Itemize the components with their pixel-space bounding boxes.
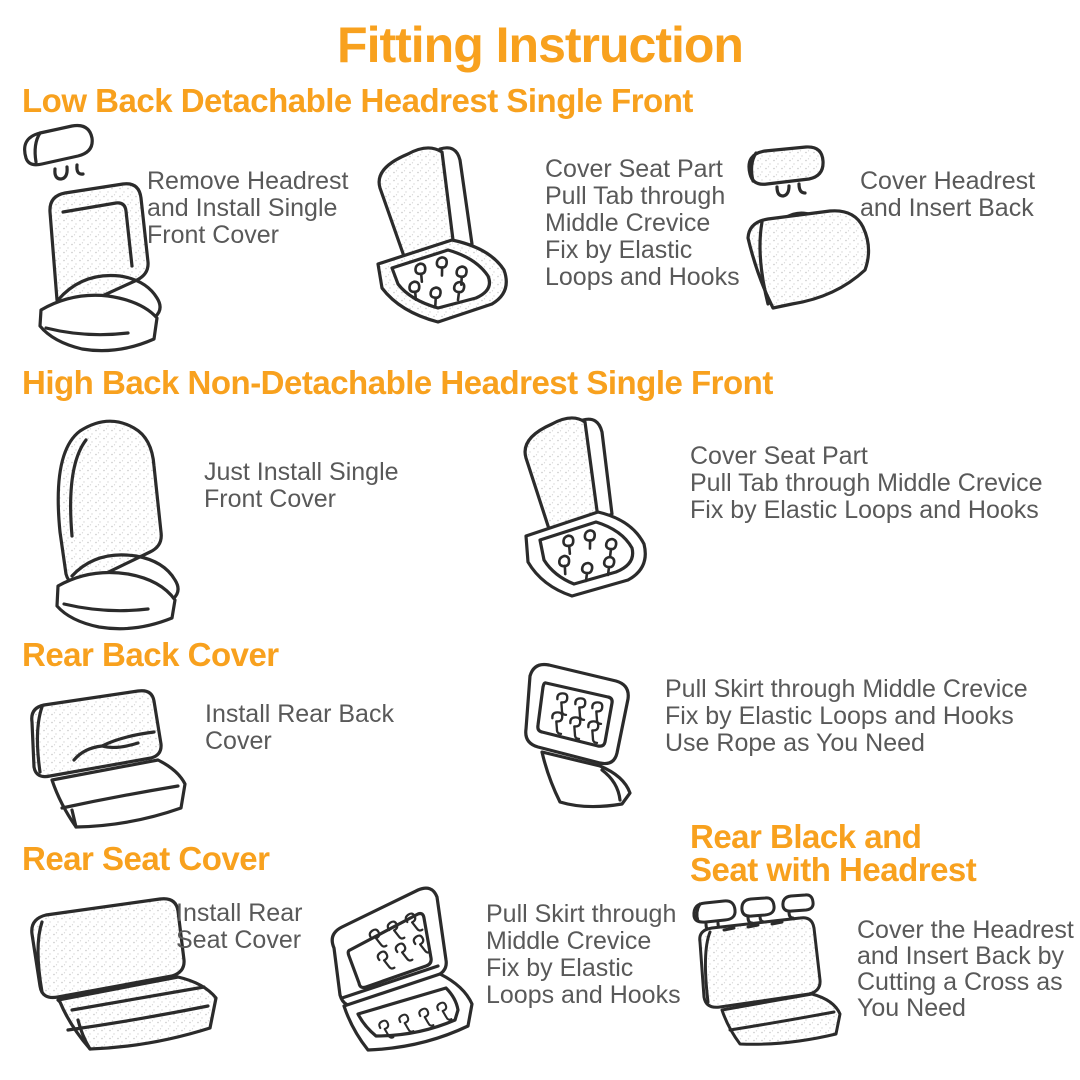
section-heading-low-back: Low Back Detachable Headrest Single Fron… — [22, 82, 693, 119]
step-text: Cover Seat Part Pull Tab through Middle … — [545, 155, 740, 291]
rear-cover-open-with-hooks-illustration — [330, 886, 474, 1052]
step-text: Install Rear Seat Cover — [176, 899, 303, 954]
step-text: Cover Headrest and Insert Back — [860, 167, 1036, 222]
headrest-cover-and-back-cover-illustration — [746, 145, 871, 310]
section-heading-rear-back: Rear Back Cover — [22, 636, 279, 673]
rear-bench-seat-cover-illustration — [30, 897, 218, 1051]
step-text: Remove Headrest and Install Single Front… — [147, 167, 349, 249]
step-text: Pull Skirt through Middle Crevice Fix by… — [665, 675, 1028, 757]
section-heading-rear-seat: Rear Seat Cover — [22, 840, 270, 877]
page-title: Fitting Instruction — [337, 17, 744, 73]
front-seat-with-detached-headrest-illustration — [23, 123, 162, 353]
rear-back-cover-inside-hooks-illustration — [524, 662, 632, 809]
section-heading-high-back: High Back Non-Detachable Headrest Single… — [22, 364, 773, 401]
step-text: Cover the Headrest and Insert Back by Cu… — [857, 916, 1074, 1022]
step-text: Cover Seat Part Pull Tab through Middle … — [690, 442, 1043, 524]
section-heading-rear-with-headrest: Rear Black and Seat with Headrest — [690, 818, 977, 888]
rear-bench-with-three-headrests-illustration — [692, 893, 842, 1046]
step-text: Pull Skirt through Middle Crevice Fix by… — [486, 900, 681, 1009]
seat-cover-underside-with-loops-illustration — [523, 416, 647, 598]
rear-bench-back-cover-illustration — [30, 689, 187, 829]
step-text: Just Install Single Front Cover — [204, 458, 399, 513]
step-text: Install Rear Back Cover — [205, 700, 394, 755]
seat-cover-underside-with-loops-illustration — [376, 146, 508, 324]
high-back-seat-illustration — [55, 419, 180, 631]
